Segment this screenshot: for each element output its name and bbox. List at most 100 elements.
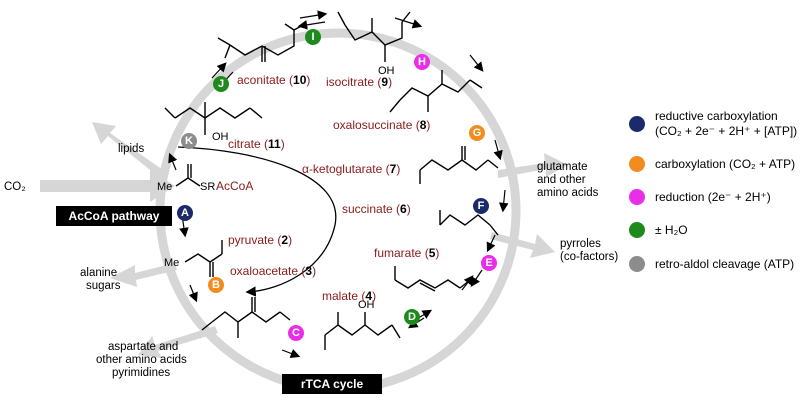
svg-text:A: A (181, 207, 189, 219)
compound-citrate: citrate (11) (228, 137, 285, 151)
compound-aconitate: aconitate (10) (237, 73, 310, 87)
legend-item-reduction: reduction (2e⁻ + 2H⁺) (629, 189, 771, 205)
step-badge-k: K (181, 133, 197, 149)
pyrroles-label: pyrroles (co-factors) (560, 238, 618, 263)
svg-text:pyrimidines: pyrimidines (112, 367, 170, 379)
alanine-label: alanine sugars (80, 267, 121, 292)
compound-ketoglutarate: α-ketoglutarate (7) (302, 162, 400, 176)
acoa-pathway-box: AcCoA pathway (56, 206, 172, 226)
svg-text:citrate (11): citrate (11) (228, 137, 285, 151)
compound-succinate: succinate (6) (342, 202, 411, 216)
svg-text:± H₂O: ± H₂O (655, 223, 688, 237)
co2-label: CO₂ (4, 181, 26, 193)
compound-malate: malate (4) (322, 289, 376, 303)
structure-acetylcoa (175, 164, 201, 187)
pyruvate-me: Me (164, 257, 179, 269)
svg-text:α-ketoglutarate (7): α-ketoglutarate (7) (302, 162, 400, 176)
svg-text:aspartate and: aspartate and (108, 341, 178, 353)
compound-acetylcoa: AcCoA (216, 179, 253, 193)
step-badge-h: H (414, 54, 430, 70)
aspartate-arrow (138, 326, 218, 358)
svg-text:B: B (212, 279, 220, 291)
svg-text:other amino acids: other amino acids (96, 354, 187, 366)
step-badge-j: J (213, 76, 229, 92)
svg-text:reduction (2e⁻ + 2H⁺): reduction (2e⁻ + 2H⁺) (655, 190, 771, 204)
legend-item-retro-aldol: retro-aldol cleavage (ATP) (629, 256, 794, 272)
svg-text:glutamate: glutamate (537, 161, 588, 173)
svg-text:F: F (478, 200, 485, 212)
svg-text:fumarate (5): fumarate (5) (374, 246, 439, 260)
structure-aconitate (217, 23, 306, 62)
structure-pyruvate (184, 240, 223, 277)
svg-text:amino acids: amino acids (537, 187, 599, 199)
structure-malate (324, 312, 401, 350)
svg-text:C: C (292, 327, 300, 339)
step-badges: A B C D E F G H I J K (177, 29, 497, 341)
reaction-arrows (168, 10, 509, 358)
step-badge-c: C (288, 325, 304, 341)
acetylcoa-sr: SR (200, 181, 215, 193)
pyrroles-arrow (490, 232, 555, 258)
malate-oh: OH (358, 299, 375, 311)
structure-ketoglutarate (419, 146, 499, 184)
glutamate-arrow (498, 153, 568, 178)
step-badge-i: I (305, 29, 321, 45)
structure-fumarate (394, 266, 471, 292)
svg-text:(co-factors): (co-factors) (560, 251, 618, 263)
svg-text:retro-aldol cleavage (ATP): retro-aldol cleavage (ATP) (655, 257, 794, 271)
svg-text:rTCA cycle: rTCA cycle (301, 377, 364, 391)
svg-text:malate (4): malate (4) (322, 289, 376, 303)
svg-text:AcCoA: AcCoA (216, 179, 253, 193)
svg-text:and other: and other (537, 174, 586, 186)
acetylcoa-me: Me (157, 181, 172, 193)
svg-text:H: H (418, 56, 426, 68)
svg-text:J: J (218, 78, 224, 90)
step-badge-e: E (481, 255, 497, 271)
legend: reductive carboxylation (CO₂ + 2e⁻ + 2H⁺… (629, 109, 797, 272)
svg-text:oxaloacetate (3): oxaloacetate (3) (230, 264, 316, 278)
side-arrows (40, 122, 568, 358)
compound-oxaloacetate: oxaloacetate (3) (230, 264, 316, 278)
svg-text:K: K (185, 135, 193, 147)
svg-text:aconitate (10): aconitate (10) (237, 73, 310, 87)
svg-text:pyrroles: pyrroles (560, 238, 601, 250)
svg-text:oxalosuccinate (8): oxalosuccinate (8) (333, 118, 430, 132)
svg-text:alanine: alanine (80, 267, 117, 279)
compound-oxalosuccinate: oxalosuccinate (8) (333, 118, 430, 132)
structure-isocitrate (337, 11, 411, 62)
svg-text:pyruvate (2): pyruvate (2) (228, 233, 292, 247)
legend-item-hydration: ± H₂O (629, 222, 688, 238)
svg-text:carboxylation (CO₂ + ATP): carboxylation (CO₂ + ATP) (655, 157, 795, 171)
aspartate-label: aspartate and other amino acids pyrimidi… (96, 341, 187, 379)
svg-text:sugars: sugars (86, 280, 121, 292)
compound-isocitrate: isocitrate (9) (326, 75, 392, 89)
svg-text:AcCoA pathway: AcCoA pathway (69, 209, 160, 223)
legend-item-reductive-carboxylation: reductive carboxylation (CO₂ + 2e⁻ + 2H⁺… (629, 109, 797, 138)
lipids-arrow (92, 122, 166, 178)
structure-succinate (439, 210, 499, 236)
isocitrate-oh: OH (378, 65, 395, 77)
structure-oxalosuccinate (389, 70, 483, 113)
citrate-oh: OH (212, 131, 229, 143)
svg-text:I: I (311, 31, 314, 43)
rtca-cycle-box: rTCA cycle (282, 374, 382, 394)
step-badge-b: B (208, 277, 224, 293)
step-badge-g: G (469, 125, 485, 141)
svg-text:isocitrate (9): isocitrate (9) (326, 75, 392, 89)
legend-item-carboxylation: carboxylation (CO₂ + ATP) (629, 156, 795, 172)
structure-oxaloacetate (201, 297, 291, 338)
step-badge-a: A (177, 205, 193, 221)
svg-text:succinate (6): succinate (6) (342, 202, 411, 216)
co2-input-arrow (40, 170, 175, 202)
compound-pyruvate: pyruvate (2) (228, 233, 292, 247)
svg-text:reductive carboxylation: reductive carboxylation (655, 109, 778, 123)
svg-text:D: D (408, 311, 416, 323)
compound-fumarate: fumarate (5) (374, 246, 439, 260)
retro-aldol-arrow (177, 146, 337, 297)
svg-text:G: G (473, 127, 482, 139)
svg-text:(CO₂ + 2e⁻ + 2H⁺ + [ATP]): (CO₂ + 2e⁻ + 2H⁺ + [ATP]) (655, 124, 797, 138)
alanine-arrow (110, 263, 177, 287)
step-badge-f: F (473, 198, 489, 214)
